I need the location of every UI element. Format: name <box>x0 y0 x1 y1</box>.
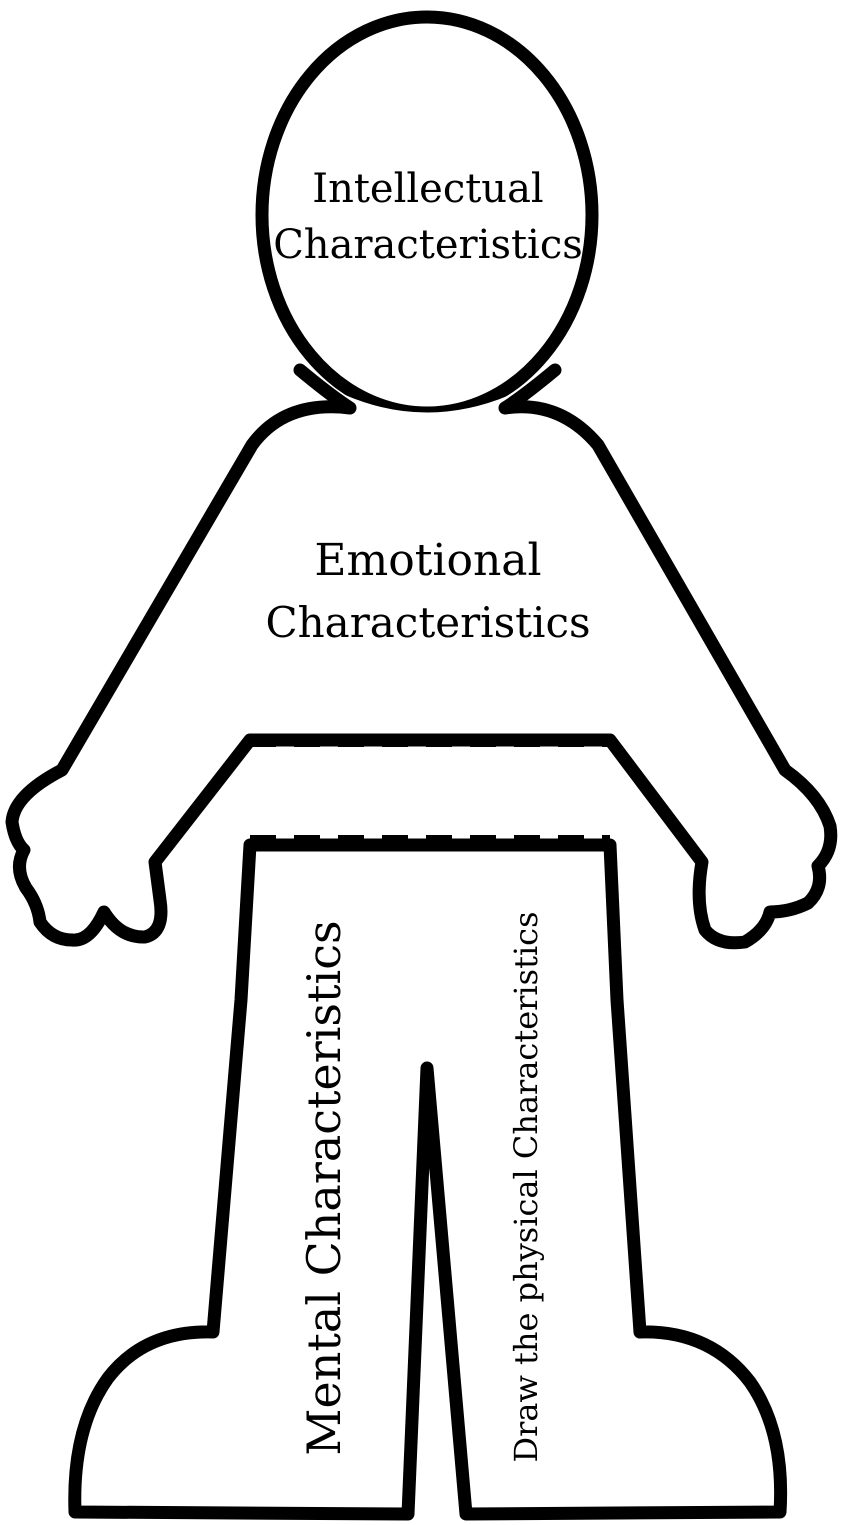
torso-label-line2: Characteristics <box>265 598 590 647</box>
legs-outline <box>75 845 781 1514</box>
left-leg-label: Mental Characteristics <box>297 920 351 1455</box>
torso-label-line1: Emotional <box>314 535 541 586</box>
right-leg-label: Draw the physical Characteristics <box>507 911 545 1462</box>
head-label-line2: Characteristics <box>273 222 583 268</box>
head-label-line1: Intellectual <box>312 166 543 212</box>
head-outline <box>262 17 592 413</box>
